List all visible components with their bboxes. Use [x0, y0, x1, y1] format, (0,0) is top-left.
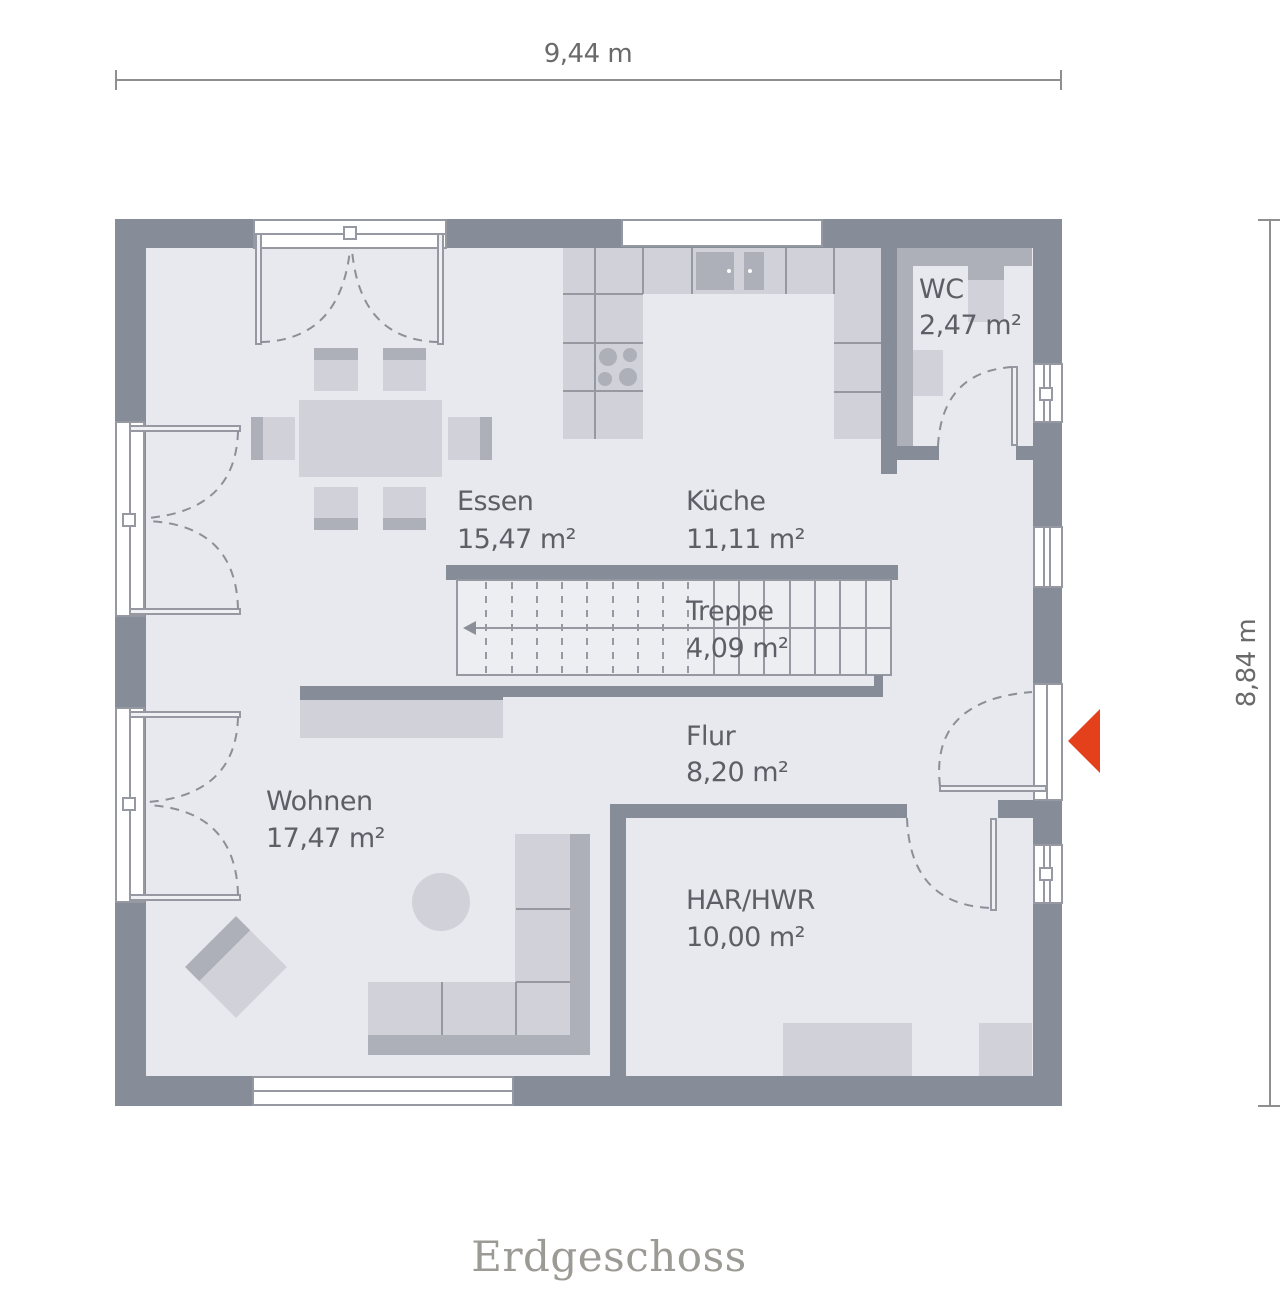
svg-text:Essen: Essen	[457, 486, 533, 517]
top-terrace-door	[253, 219, 447, 345]
left-terrace-door-upper	[115, 421, 241, 617]
height-dimension: 8,84 m	[1232, 219, 1280, 1107]
room-label-treppe: Treppe 4,09 m²	[685, 596, 789, 664]
staircase	[300, 565, 898, 738]
entrance-door	[938, 683, 1063, 801]
width-dimension: 9,44 m	[115, 39, 1062, 90]
stair-direction-arrow-icon	[463, 621, 476, 635]
room-label-flur: Flur 8,20 m²	[686, 721, 789, 788]
height-dimension-label: 8,84 m	[1232, 619, 1262, 707]
svg-text:8,20 m²: 8,20 m²	[686, 757, 788, 788]
svg-text:Flur: Flur	[686, 721, 737, 752]
living-room-window	[252, 1076, 514, 1106]
svg-text:17,47 m²: 17,47 m²	[266, 823, 385, 854]
right-wall-windows	[1033, 363, 1063, 904]
coffee-table	[412, 873, 470, 931]
room-label-essen: Essen 15,47 m²	[457, 486, 577, 555]
svg-text:WC: WC	[919, 274, 964, 305]
dining-table	[251, 348, 492, 530]
kitchen-window	[621, 219, 823, 247]
left-terrace-door-lower	[115, 707, 241, 903]
cooktop-icon	[598, 348, 637, 386]
room-label-kueche: Küche 11,11 m²	[686, 486, 806, 555]
svg-text:10,00 m²: 10,00 m²	[686, 922, 805, 953]
svg-text:15,47 m²: 15,47 m²	[457, 524, 576, 555]
room-label-wohnen: Wohnen 17,47 m²	[266, 786, 386, 854]
svg-text:11,11 m²: 11,11 m²	[686, 524, 805, 555]
svg-text:2,47 m²: 2,47 m²	[919, 310, 1021, 341]
wc-room	[881, 248, 1034, 474]
sofa	[368, 834, 590, 1055]
utility-room	[610, 800, 1034, 1076]
room-label-har-hwr: HAR/HWR 10,00 m²	[686, 885, 815, 953]
svg-text:Wohnen: Wohnen	[266, 786, 373, 817]
svg-text:Treppe: Treppe	[685, 596, 774, 627]
svg-text:Küche: Küche	[686, 486, 766, 517]
svg-text:4,09 m²: 4,09 m²	[686, 633, 788, 664]
svg-text:HAR/HWR: HAR/HWR	[686, 885, 815, 916]
entrance-arrow-icon	[1068, 709, 1100, 773]
room-label-wc: WC 2,47 m²	[919, 274, 1022, 341]
floor-title: Erdgeschoss	[471, 1232, 746, 1281]
kitchen-furniture	[563, 248, 881, 439]
width-dimension-label: 9,44 m	[544, 39, 632, 69]
